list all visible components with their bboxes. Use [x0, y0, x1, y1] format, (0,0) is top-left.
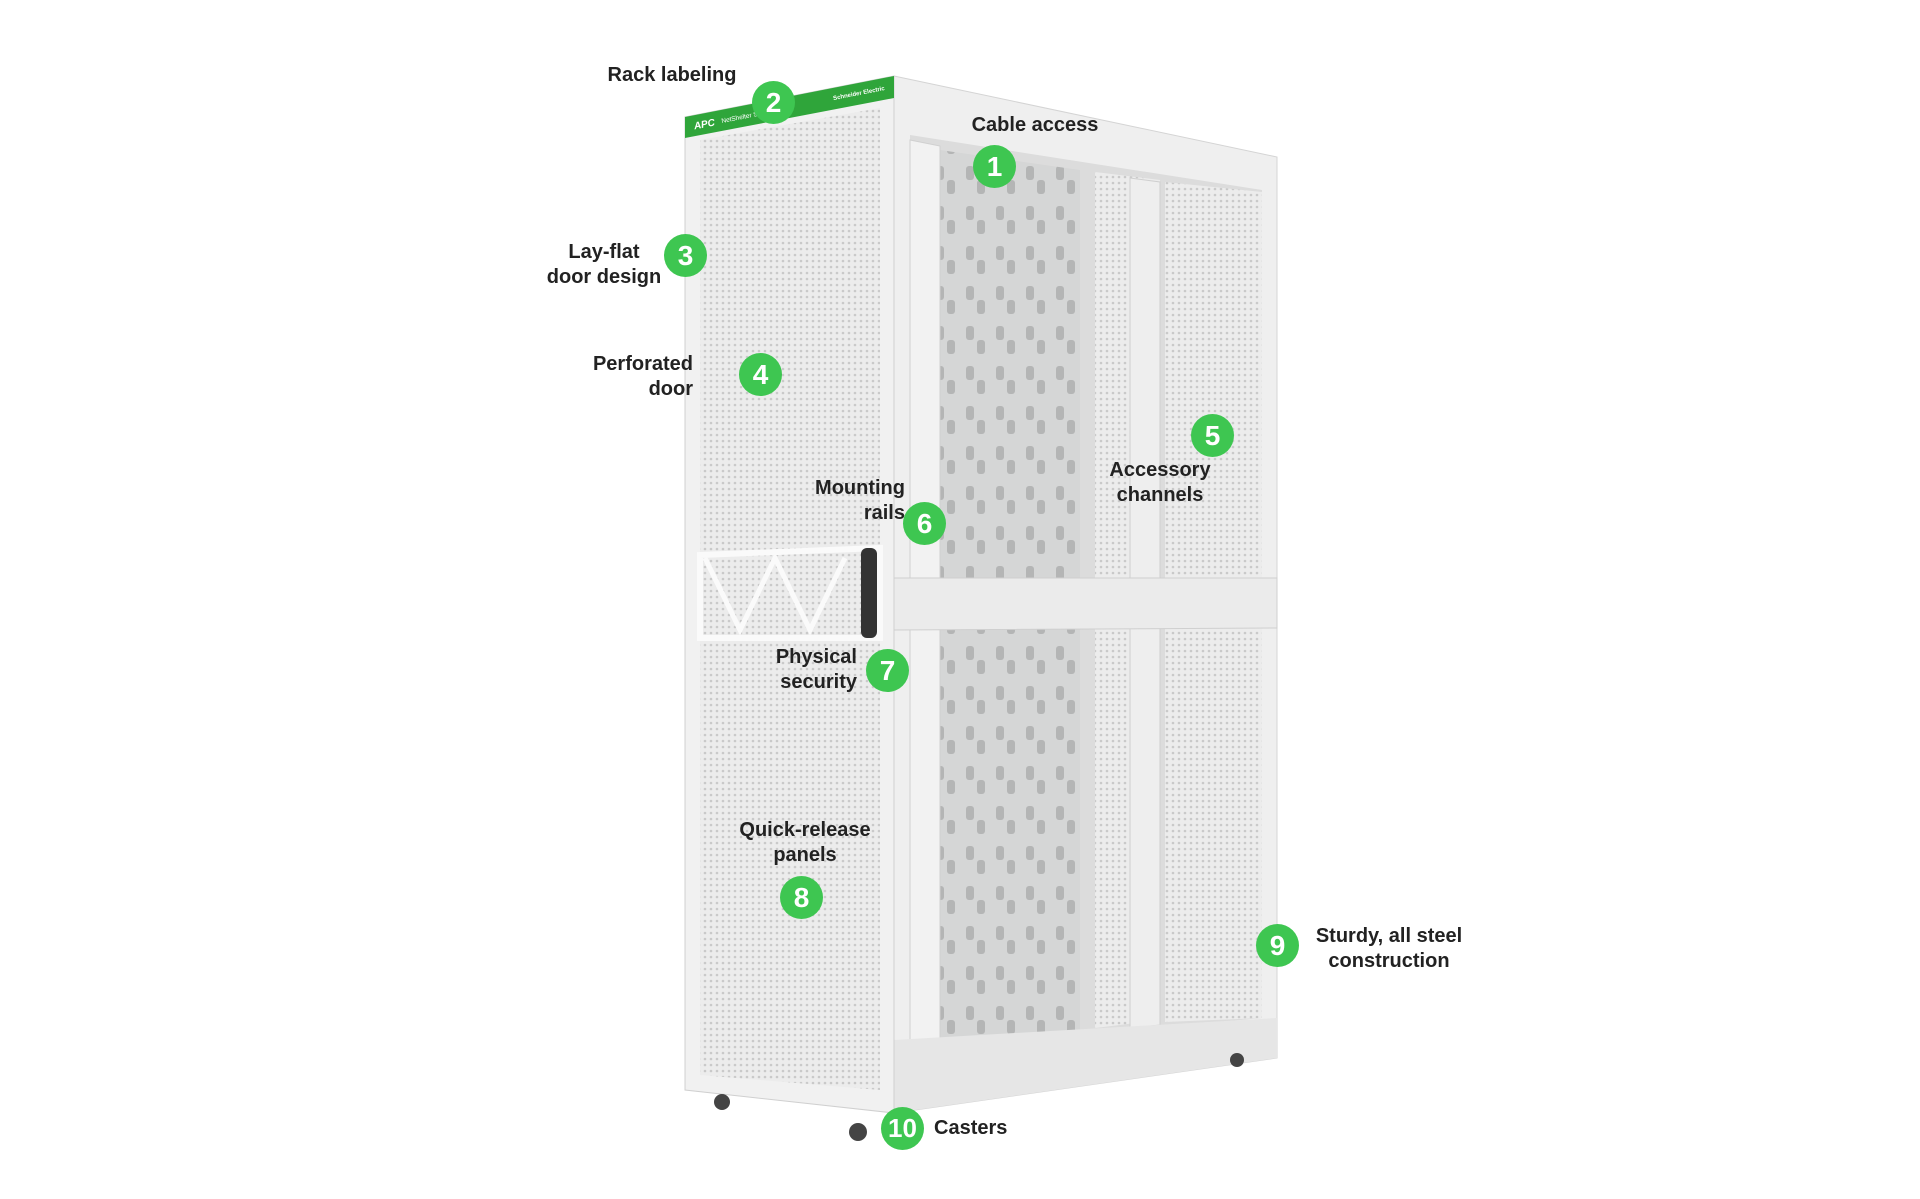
label-line: Accessory: [1109, 459, 1211, 481]
callout-number-3: 3: [664, 234, 707, 277]
label-rack-labeling: Rack labeling: [607, 64, 737, 86]
label-line: construction: [1328, 950, 1450, 972]
label-perforated-door: Perforated door: [593, 352, 693, 402]
front-door: [684, 75, 895, 1114]
label-line: Quick-release: [739, 819, 871, 841]
label-accessory-channels: Accessory channels: [1109, 458, 1210, 508]
door-handle[interactable]: [861, 548, 877, 638]
label-line: Physical: [775, 646, 857, 668]
label-mounting-rails: Mounting rails: [815, 476, 905, 526]
callout-number-10: 10: [881, 1107, 924, 1150]
callout-number-4: 4: [739, 353, 782, 396]
label-line: Lay-flat: [568, 241, 640, 263]
callout-number-6: 6: [903, 502, 946, 545]
apc-logo: APC: [692, 117, 717, 132]
label-physical-security: Physical security: [776, 645, 857, 695]
callout-number-9: 9: [1256, 924, 1299, 967]
label-line: Sturdy, all steel: [1315, 925, 1463, 947]
label-line: security: [780, 671, 857, 693]
label-cable-access: Cable access: [971, 114, 1099, 136]
label-sturdy-construction: Sturdy, all steel construction: [1316, 924, 1462, 974]
callout-number-7: 7: [866, 649, 909, 692]
label-lay-flat-door: Lay-flat door design: [547, 240, 661, 290]
callout-number-2: 2: [752, 81, 795, 124]
label-casters: Casters: [934, 1117, 1008, 1139]
label-line: panels: [773, 844, 837, 866]
casters: [714, 1053, 1244, 1141]
label-line: channels: [1116, 484, 1204, 506]
label-quick-release-panels: Quick-release panels: [739, 818, 870, 868]
label-line: rails: [863, 502, 905, 524]
callout-number-5: 5: [1191, 414, 1234, 457]
callout-number-8: 8: [780, 876, 823, 919]
label-line: Perforated: [592, 353, 693, 375]
label-line: door design: [546, 266, 662, 288]
label-line: door: [648, 378, 693, 400]
callout-number-1: 1: [973, 145, 1016, 188]
cabinet-body: [893, 75, 1278, 1114]
label-line: Mounting: [815, 477, 905, 499]
